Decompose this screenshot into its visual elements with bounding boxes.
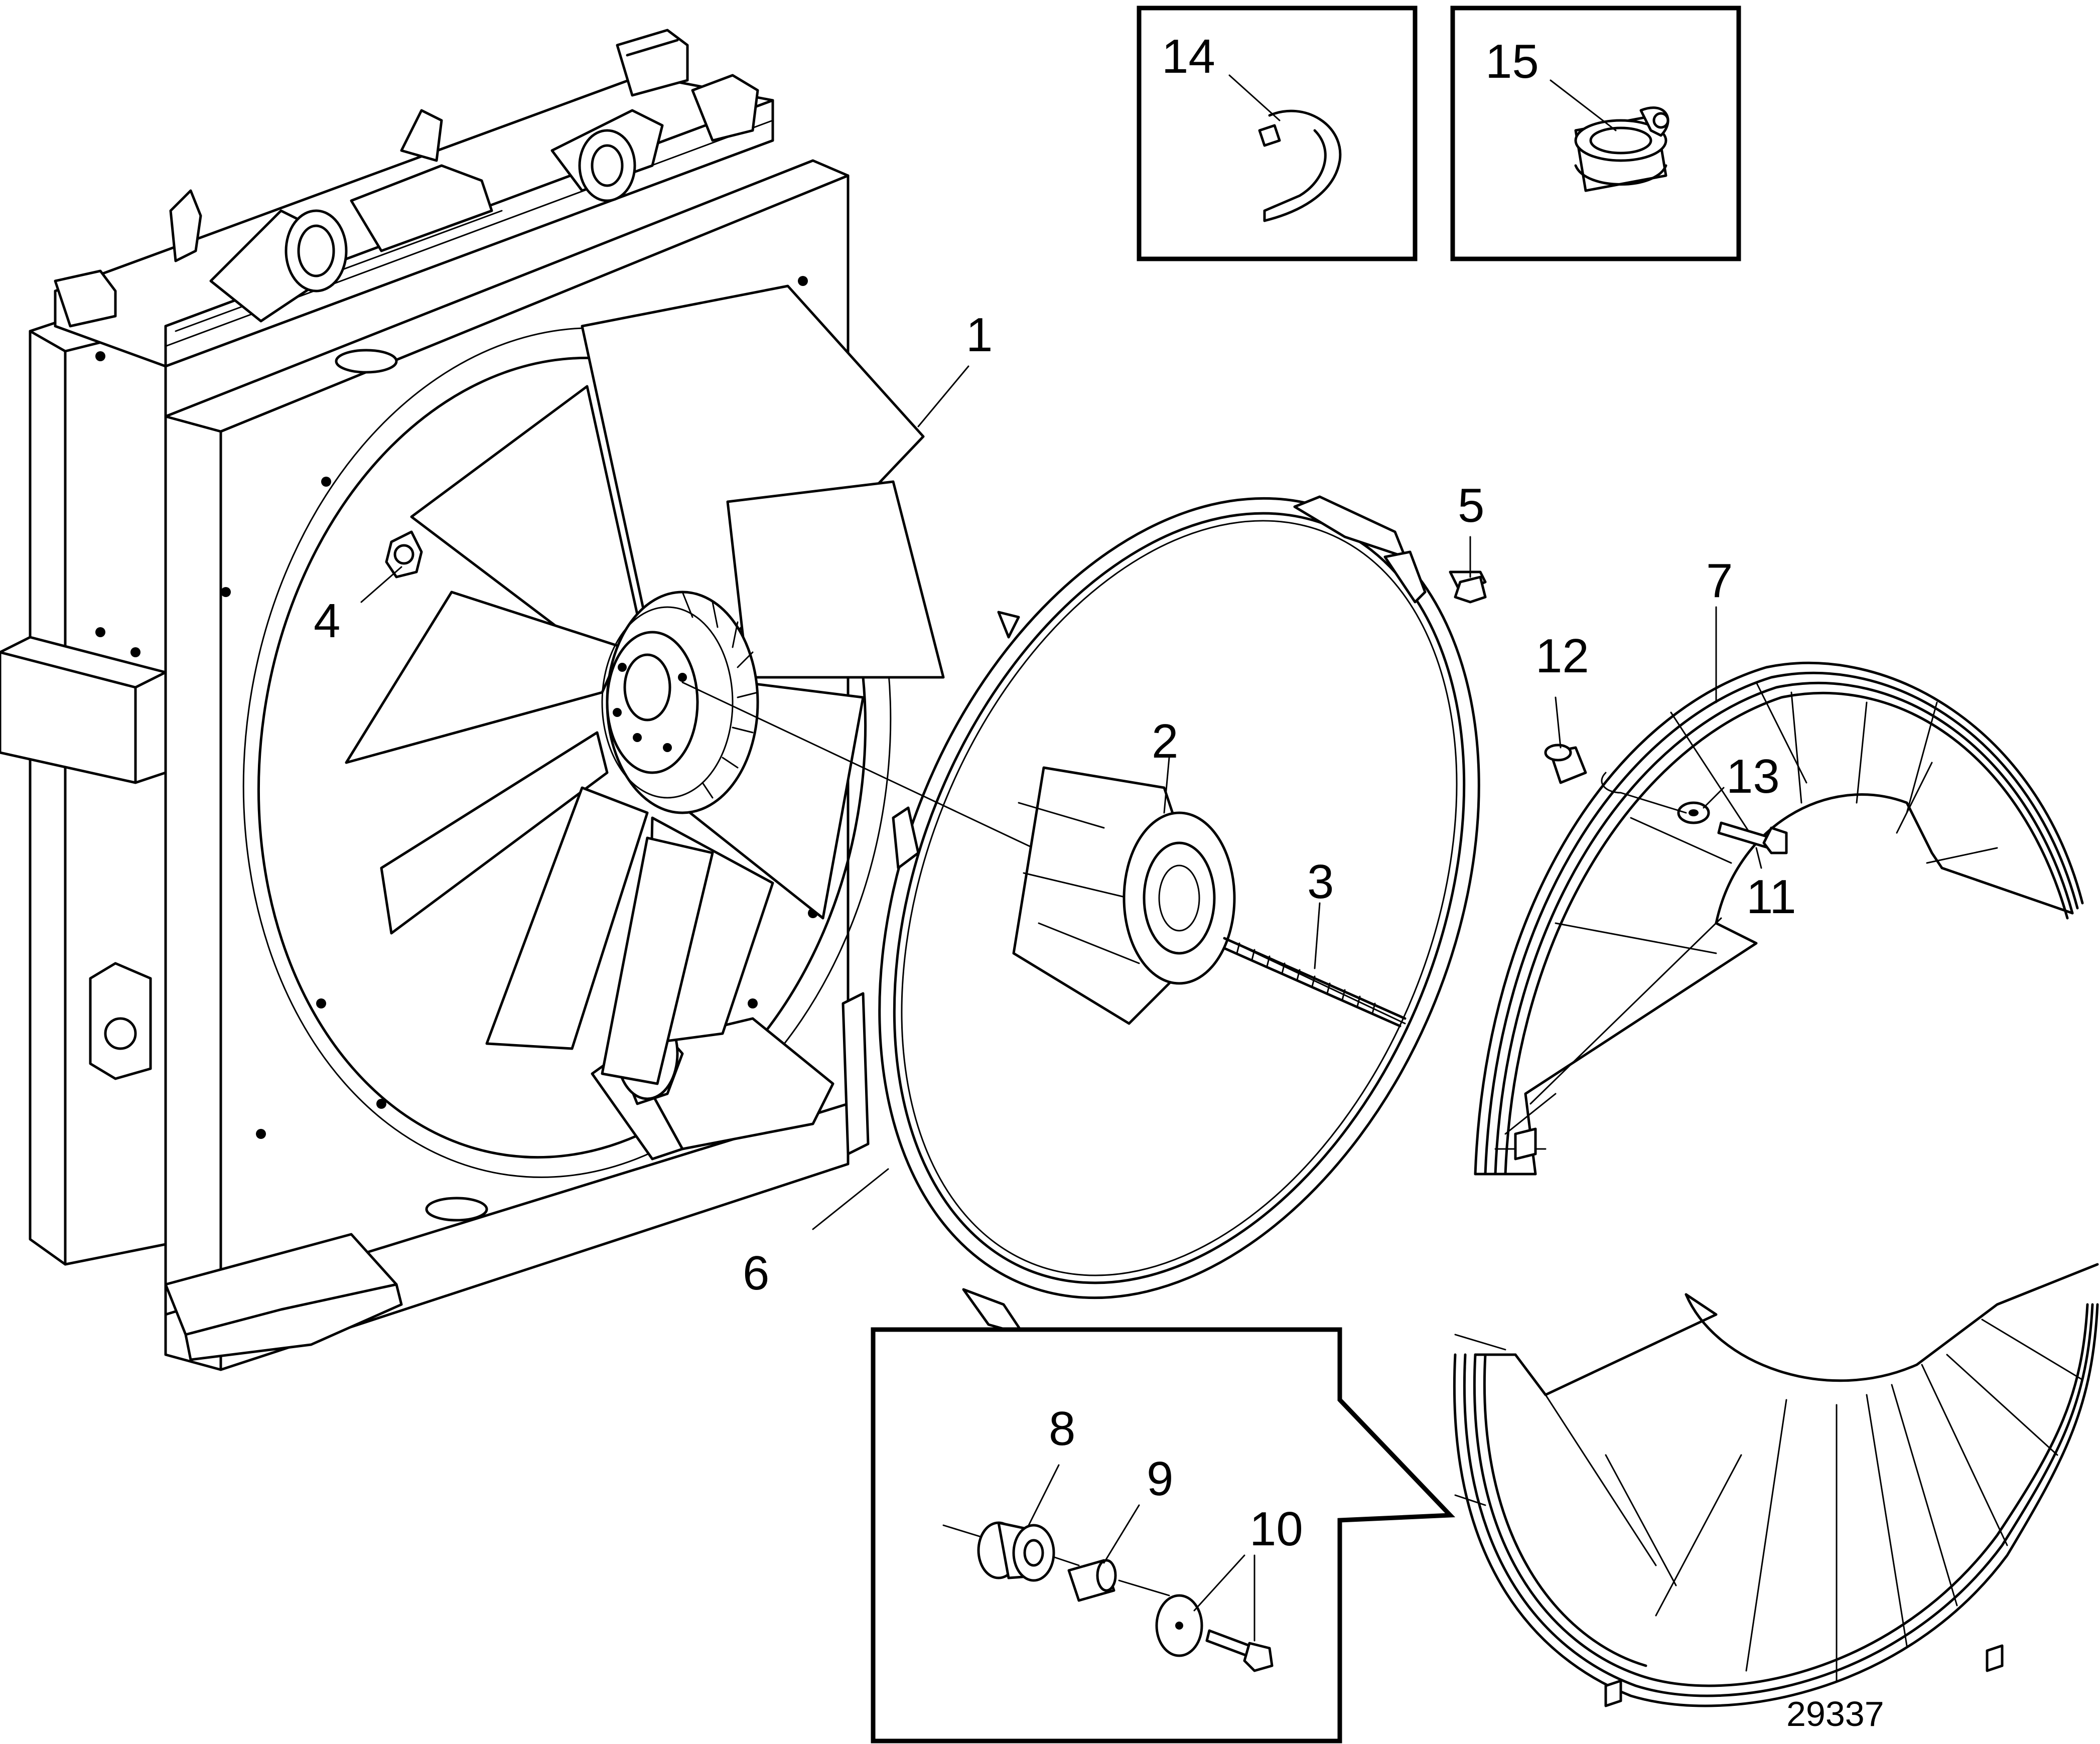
- label-3: 3: [1307, 855, 1334, 909]
- fan-guard: [1453, 662, 2099, 1707]
- leader-lines: [360, 74, 1762, 1642]
- label-11: 11: [1746, 870, 1796, 924]
- inset-14: [1137, 6, 1418, 261]
- fan-ring: [842, 495, 1480, 1336]
- label-4: 4: [314, 594, 340, 648]
- bolt-5: [1449, 570, 1487, 604]
- label-10: 10: [1249, 1502, 1303, 1556]
- label-1: 1: [966, 308, 993, 362]
- bolt-11: [1717, 821, 1788, 854]
- label-2: 2: [1152, 714, 1178, 768]
- spacer-12: [1544, 744, 1587, 784]
- washer-13: [1677, 801, 1710, 824]
- fan-spacer: [1012, 766, 1236, 1025]
- threaded-rod: [1223, 937, 1407, 1028]
- fan: [345, 284, 945, 1085]
- label-5: 5: [1458, 479, 1484, 532]
- figure-number: 29337: [1786, 1694, 1884, 1733]
- inset-8-9-10: [871, 1327, 1456, 1743]
- label-9: 9: [1147, 1452, 1173, 1506]
- label-15: 15: [1485, 35, 1539, 88]
- label-7: 7: [1706, 554, 1733, 608]
- callout-labels: 1 2 3 4 5 6 7 8 9 10 11 12 13 14 15 2933…: [314, 30, 1884, 1733]
- label-13: 13: [1726, 750, 1780, 803]
- nut-4: [385, 530, 423, 578]
- inset-15: [1450, 6, 1741, 261]
- label-6: 6: [743, 1246, 769, 1300]
- label-14: 14: [1162, 30, 1215, 83]
- label-8: 8: [1049, 1402, 1075, 1456]
- label-12: 12: [1535, 629, 1589, 683]
- guard-clip: [1601, 772, 1687, 814]
